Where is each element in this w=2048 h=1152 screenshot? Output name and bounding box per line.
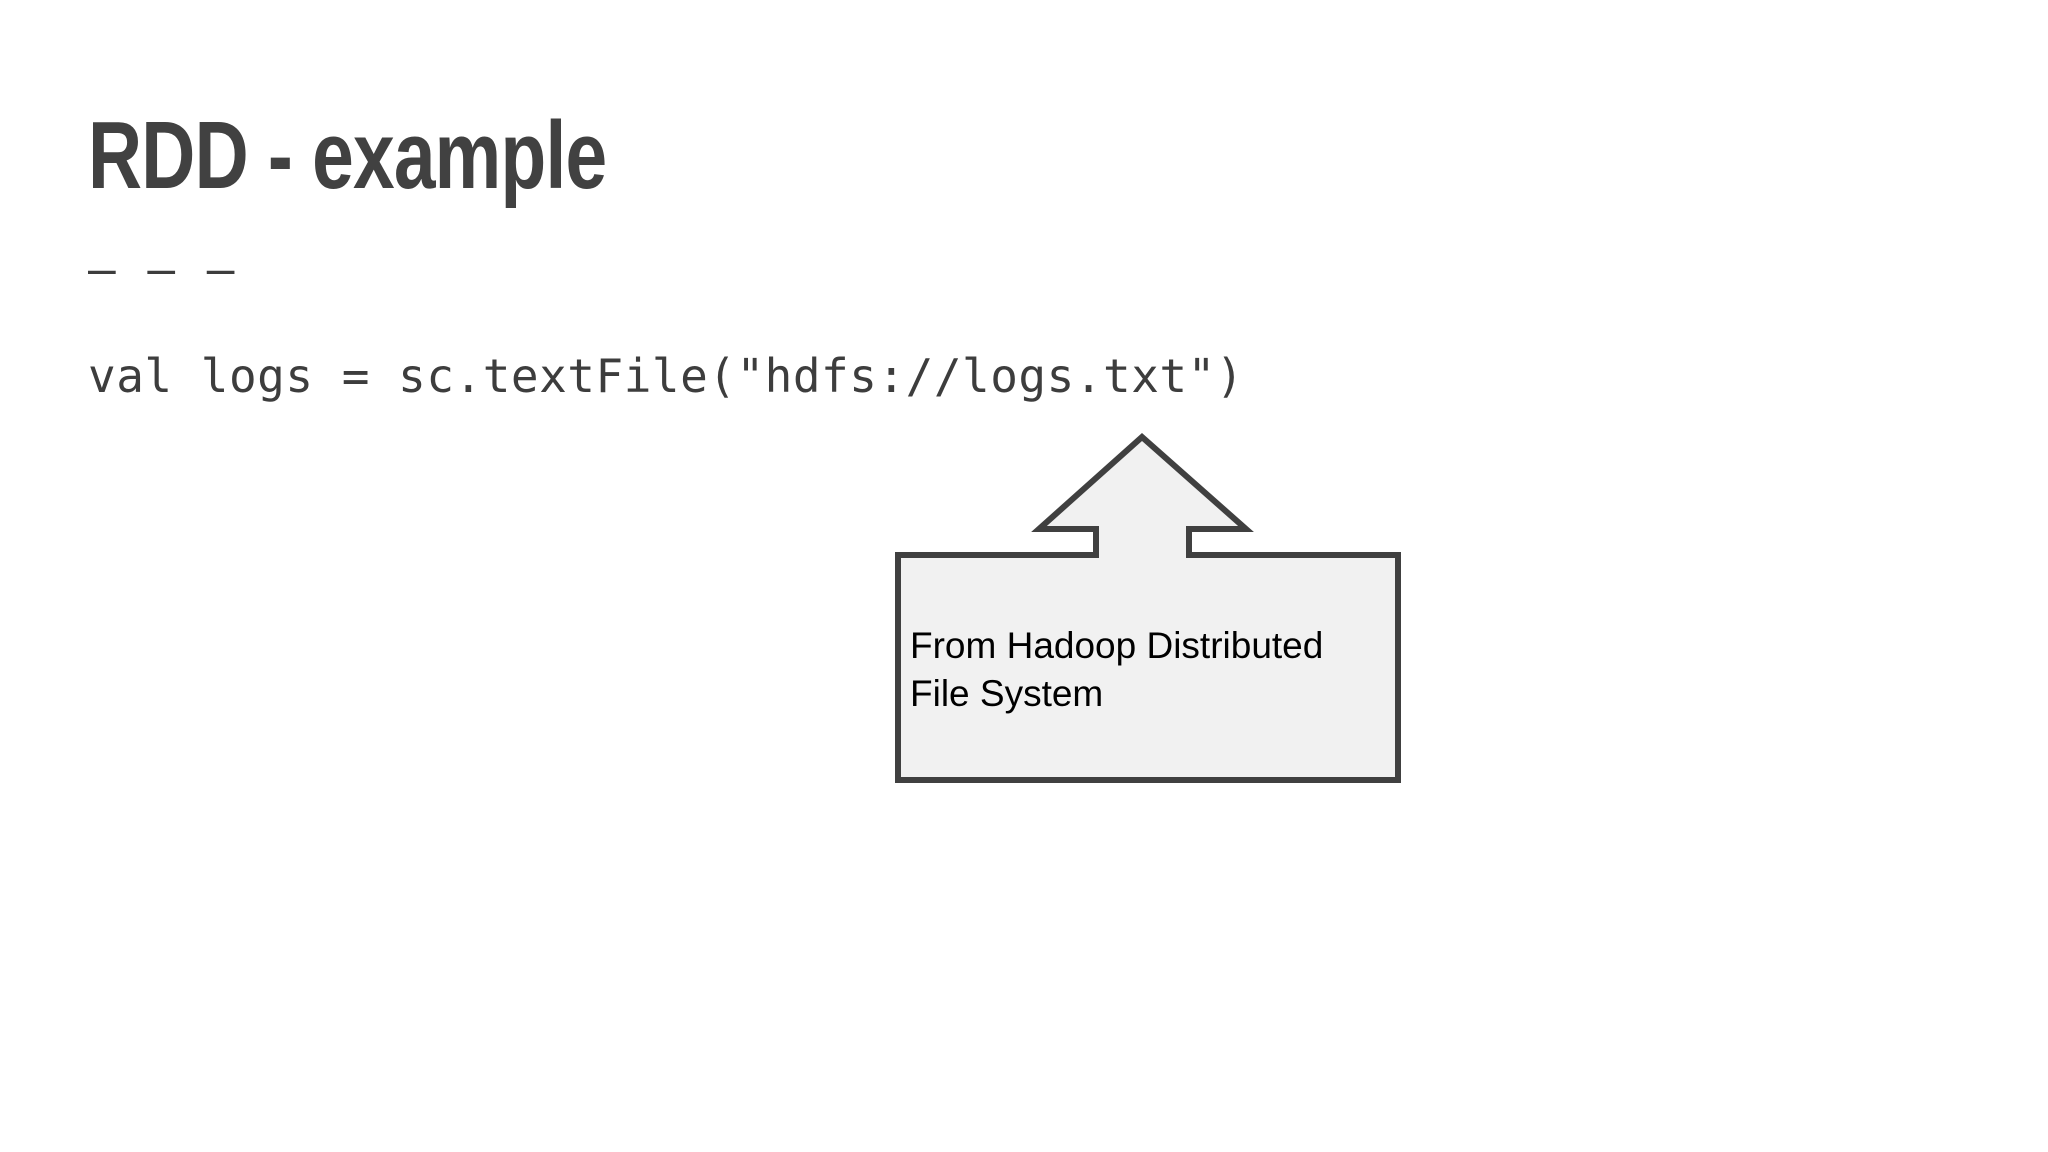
title-divider: — — — [88, 242, 237, 296]
page-title: RDD - example [88, 102, 607, 209]
callout-up-arrow: From Hadoop Distributed File System [890, 428, 1406, 788]
code-snippet: val logs = sc.textFile("hdfs://logs.txt"… [88, 349, 1244, 403]
up-arrow-callout-icon [895, 432, 1401, 783]
title-block: RDD - example — — — [88, 102, 753, 296]
callout-label: From Hadoop Distributed File System [910, 625, 1324, 714]
